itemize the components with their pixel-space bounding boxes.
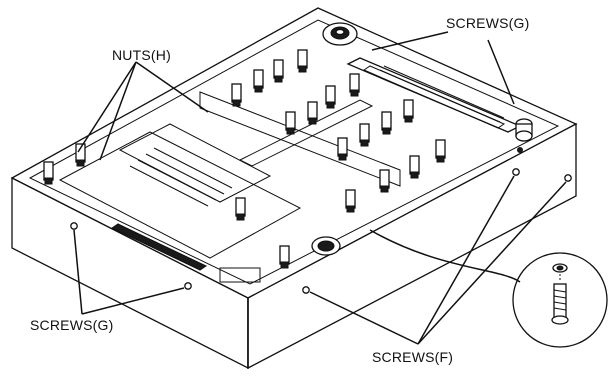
pot bbox=[279, 245, 290, 269]
chassis bbox=[10, 7, 578, 370]
leader-screws-g-bottom-1 bbox=[73, 229, 83, 315]
pot bbox=[75, 143, 86, 167]
leader-nuts-h-3 bbox=[135, 61, 209, 113]
pot bbox=[349, 73, 360, 97]
pot bbox=[273, 59, 284, 83]
pot bbox=[403, 99, 414, 123]
screw-detail-inset bbox=[369, 229, 608, 348]
pot bbox=[253, 69, 264, 93]
pot bbox=[297, 49, 308, 73]
potentiometers bbox=[43, 49, 446, 269]
pot bbox=[435, 139, 446, 163]
pot bbox=[307, 101, 318, 125]
pot bbox=[337, 137, 348, 161]
screw-g-rear bbox=[517, 147, 523, 153]
leader-nuts-h-2 bbox=[99, 61, 137, 161]
label-screws-f: SCREWS(F) bbox=[372, 349, 453, 365]
label-nuts-h: NUTS(H) bbox=[112, 47, 171, 63]
leader-screws-f-1 bbox=[309, 291, 419, 345]
leader-nuts-h-1 bbox=[77, 61, 137, 153]
leader-screws-g-top-1 bbox=[371, 31, 449, 51]
pot bbox=[235, 197, 246, 221]
pot bbox=[285, 111, 296, 135]
pot bbox=[325, 85, 336, 109]
pot bbox=[43, 161, 54, 185]
pot bbox=[409, 155, 420, 179]
leader-lines bbox=[73, 31, 567, 345]
pot bbox=[379, 169, 390, 193]
label-screws-g-bottom: SCREWS(G) bbox=[30, 317, 113, 333]
screw-f-side bbox=[512, 168, 520, 176]
pot bbox=[381, 111, 392, 135]
chassis-inner-rim bbox=[28, 19, 560, 285]
pot bbox=[231, 83, 242, 107]
screw-f-corner bbox=[564, 174, 572, 182]
internal-components bbox=[58, 22, 533, 283]
screw-f-front bbox=[302, 286, 310, 294]
leader-screws-f-2 bbox=[417, 175, 515, 345]
screw-g-bottom bbox=[184, 282, 192, 290]
leader-screws-g-top-2 bbox=[487, 39, 515, 105]
screw-g-left bbox=[70, 222, 78, 230]
leader-screws-g-bottom-2 bbox=[81, 287, 185, 315]
leader-screws-f-3 bbox=[417, 181, 567, 345]
label-screws-g-top: SCREWS(G) bbox=[446, 15, 529, 31]
pot bbox=[359, 123, 370, 147]
pot bbox=[345, 189, 356, 213]
screw-heads bbox=[70, 147, 572, 294]
